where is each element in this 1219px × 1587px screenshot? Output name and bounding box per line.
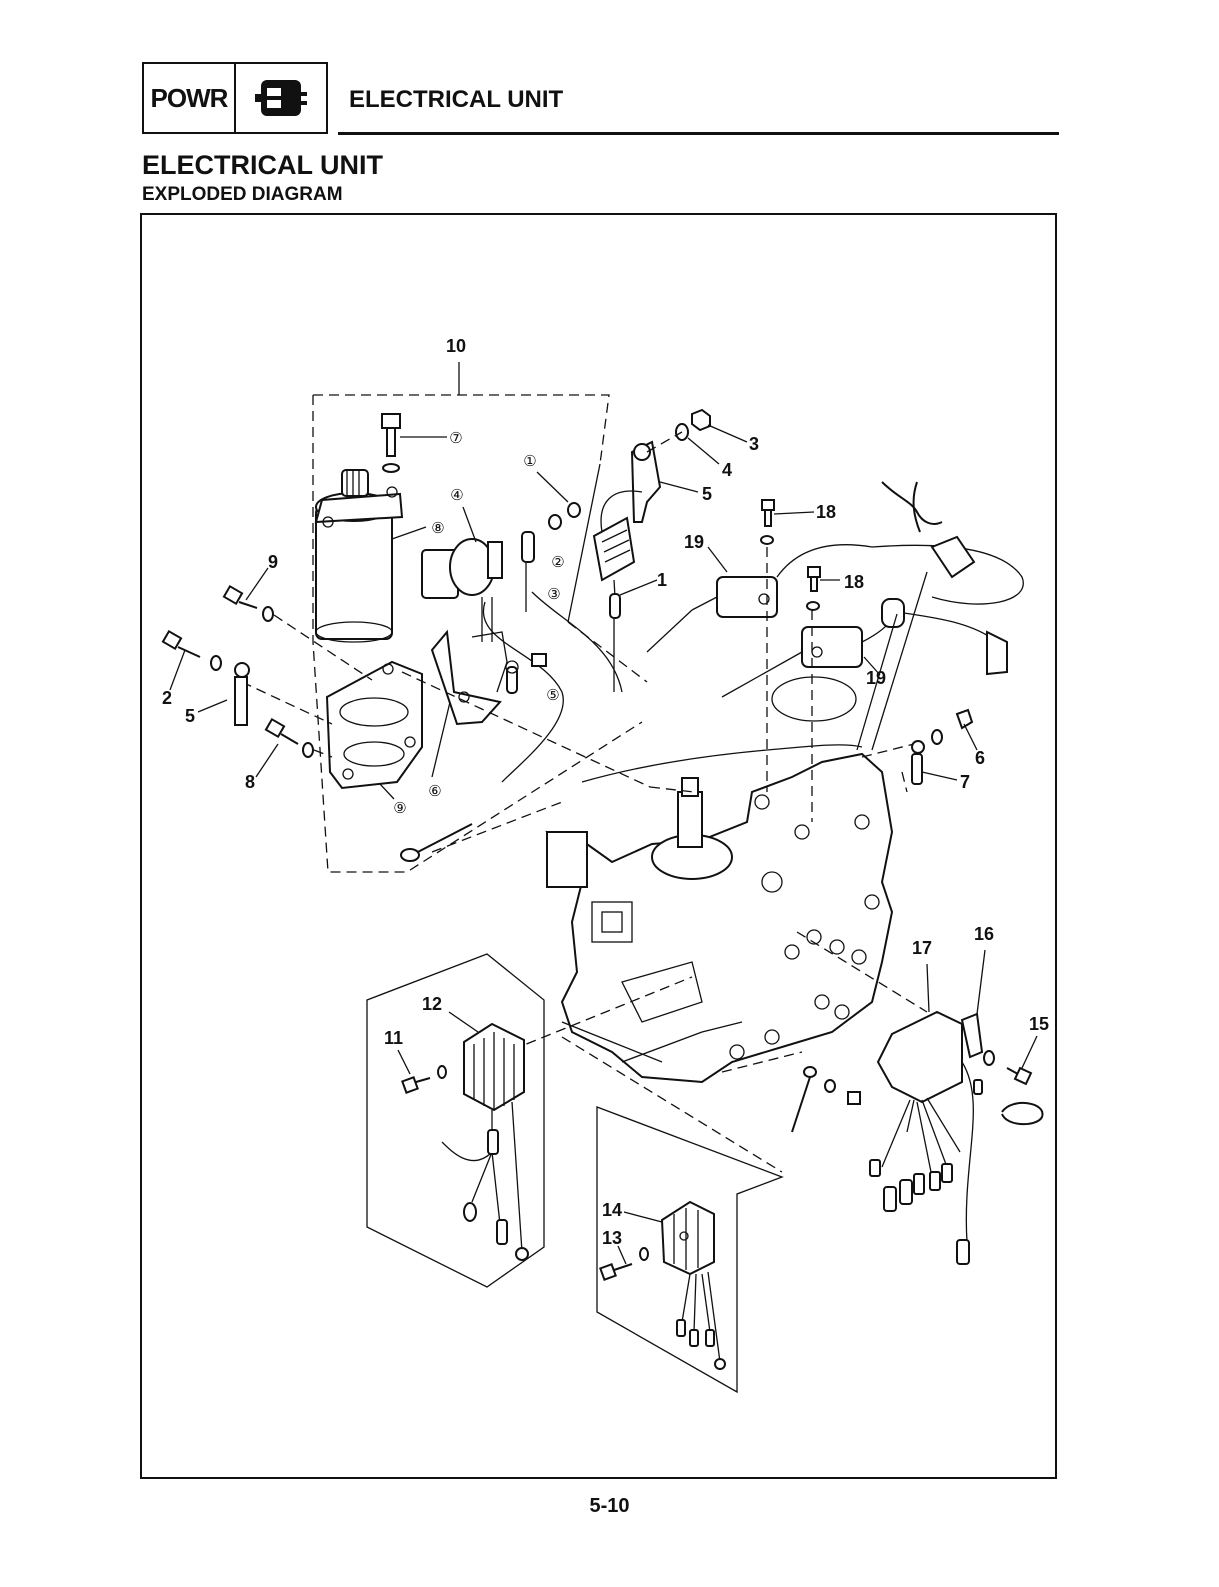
circled-label-3: ③ [547,586,560,603]
power-unit-block [547,754,892,1082]
fuse-holder [594,518,634,618]
part-label-3: 3 [749,434,759,454]
part-label-4: 4 [722,460,732,480]
circled-label-4: ④ [450,487,463,504]
part-label-8: 8 [245,772,255,792]
part-label-16: 16 [974,924,994,944]
header-title: ELECTRICAL UNIT [349,86,563,114]
starter-bolt [382,414,400,472]
page-title: ELECTRICAL UNIT [142,150,383,181]
part-label-1: 1 [657,570,667,590]
rectifier-small [662,1202,725,1369]
circled-label-9: ⑨ [393,800,406,817]
part-label-10: 10 [446,336,466,356]
page-subtitle: EXPLODED DIAGRAM [142,184,343,206]
part-label-2: 2 [162,688,172,708]
part-label-6: 6 [975,748,985,768]
part-label-7: 7 [960,772,970,792]
exploded-diagram: 10 3 4 5 18 19 1 18 9 19 2 5 6 8 7 16 17… [140,213,1057,1479]
exploded-diagram-drawing: 10 3 4 5 18 19 1 18 9 19 2 5 6 8 7 16 17… [142,215,1059,1481]
part-label-19-top: 19 [684,532,704,552]
part-label-11: 11 [384,1028,403,1048]
circled-label-7: ⑦ [449,430,462,447]
circled-label-5: ⑤ [546,687,559,704]
circled-label-8: ⑧ [431,520,444,537]
cdi-unit [870,1012,982,1264]
part-label-9: 9 [268,552,278,572]
rectifier-regulator [442,1024,528,1260]
section-header-box: POWR [142,62,328,134]
electrical-plug-icon [236,64,326,132]
part-label-15: 15 [1029,1014,1049,1034]
part-label-18-mid: 18 [844,572,864,592]
part-label-17: 17 [912,938,932,958]
part-label-13: 13 [602,1228,622,1248]
part-label-5-left: 5 [185,706,195,726]
part-label-18-top: 18 [816,502,836,522]
part-label-19-mid: 19 [866,668,886,688]
starter-bracket [327,662,422,788]
starter-motor [316,470,402,642]
part-label-14: 14 [602,1200,622,1220]
circled-label-1: ① [523,453,536,470]
starter-relay [422,539,502,642]
section-code: POWR [144,64,236,132]
circled-label-2: ② [551,554,564,571]
part-label-5-top: 5 [702,484,712,504]
header-rule [338,132,1059,135]
part-label-12: 12 [422,994,442,1014]
circled-label-6: ⑥ [428,783,441,800]
page-number: 5-10 [0,1495,1219,1518]
